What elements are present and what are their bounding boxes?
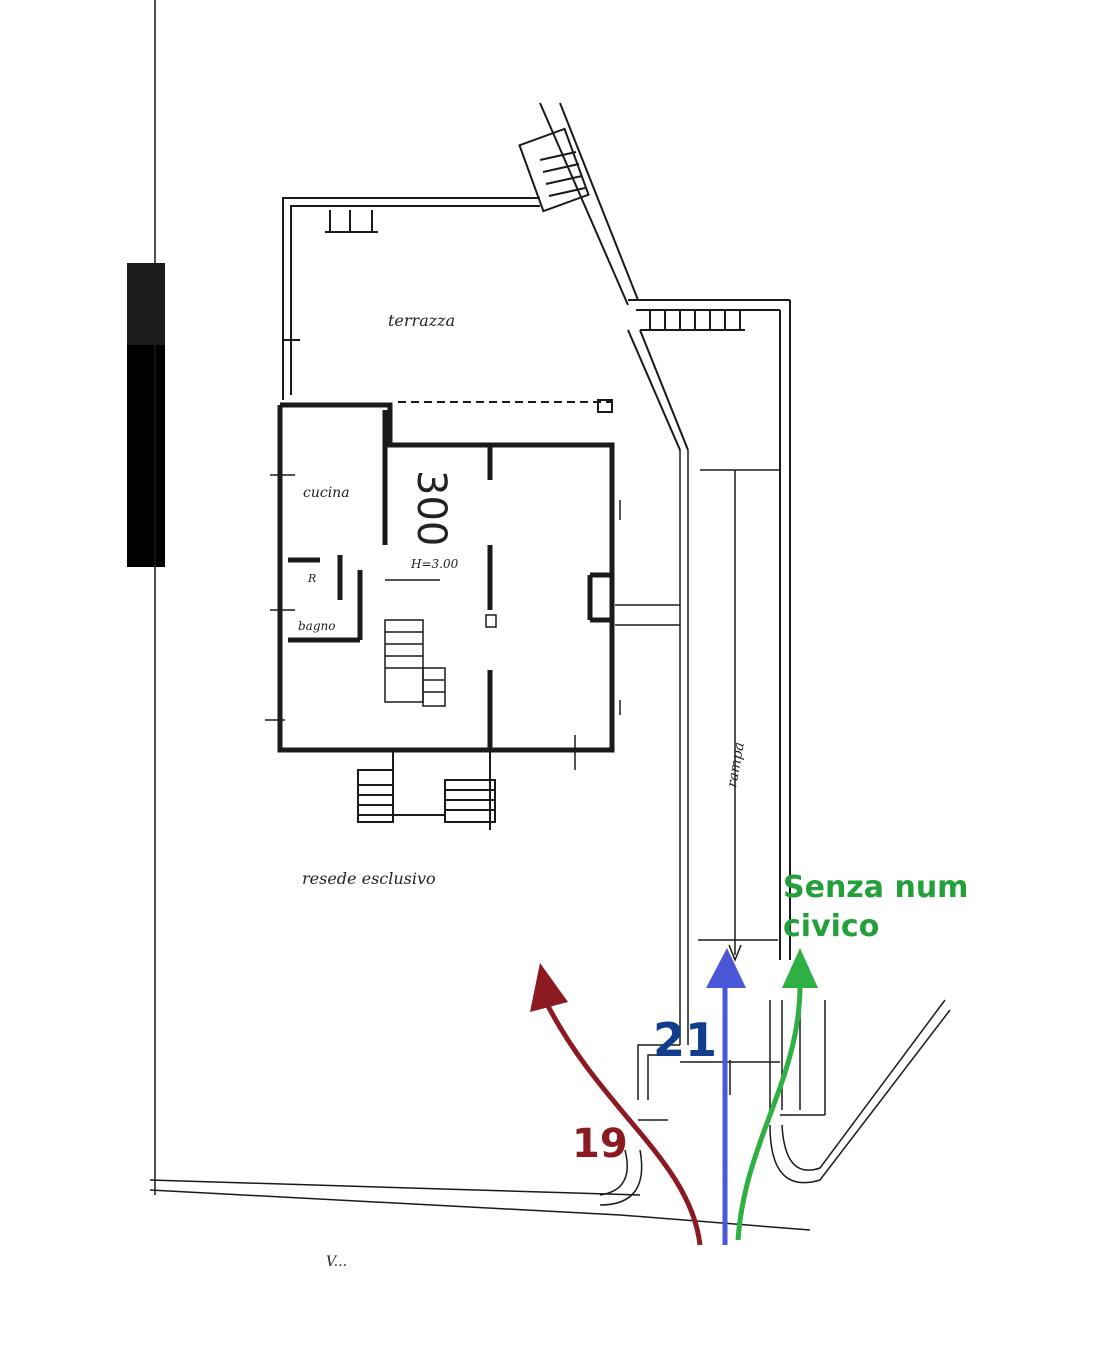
terrace-outline — [282, 102, 791, 960]
kitchen-label: cucina — [303, 485, 350, 501]
entrance-arrows — [530, 948, 818, 1246]
black-side-bar — [127, 263, 165, 567]
property-boundary — [149, 0, 811, 1231]
house-walls — [277, 402, 615, 753]
bathroom-label: bagno — [298, 619, 335, 633]
house-details — [265, 474, 621, 770]
room-number: 300 — [408, 470, 454, 546]
red-arrow-head — [530, 963, 568, 1012]
small-room-label: R — [307, 572, 316, 585]
blue-arrow-head — [706, 948, 746, 988]
green-arrow-head — [782, 948, 818, 988]
ramp-corridor — [615, 450, 780, 1045]
entrance-stairs — [357, 750, 496, 830]
terrace-label: terrazza — [388, 311, 455, 330]
no-number-label-line2: civico — [783, 909, 879, 944]
entrance-21-label: 21 — [653, 1013, 717, 1067]
ramp-label: rampa — [724, 741, 748, 789]
gate-area — [637, 999, 951, 1184]
bottom-text: V... — [326, 1254, 347, 1270]
height-label: H=3.00 — [410, 557, 459, 571]
red-arrow-line — [542, 998, 703, 1246]
entrance-19-label: 19 — [572, 1121, 628, 1167]
black-side-bar-top — [127, 263, 165, 345]
green-arrow-line — [735, 984, 803, 1241]
no-number-label-line1: Senza num — [783, 870, 968, 905]
yard-label: resede esclusivo — [302, 869, 436, 888]
